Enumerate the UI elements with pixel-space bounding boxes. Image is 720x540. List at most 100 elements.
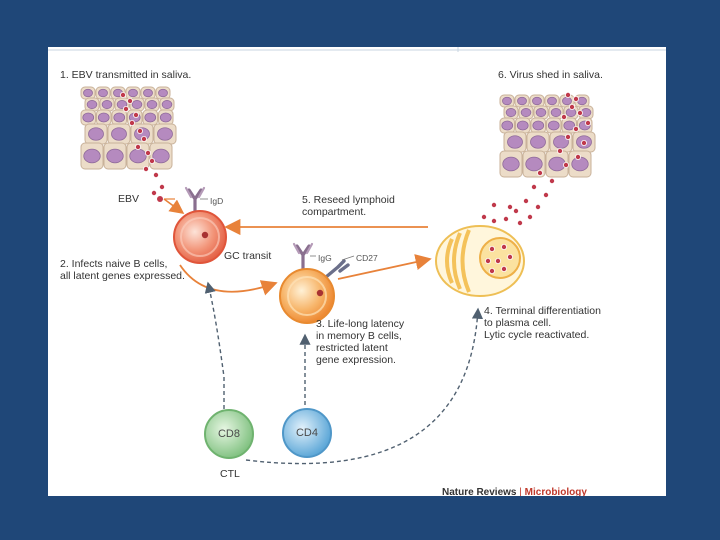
- cd8-control-arrow: [204, 281, 225, 409]
- step4-label: 4. Terminal differentiation to plasma ce…: [484, 305, 601, 341]
- epithelium-left: [80, 86, 177, 170]
- epithelial-nucleus: [82, 112, 95, 123]
- epithelial-nucleus: [83, 88, 93, 98]
- epithelial-nucleus: [152, 148, 170, 164]
- virion: [135, 144, 142, 151]
- epithelial-nucleus: [516, 120, 529, 131]
- epithelial-nucleus: [532, 120, 545, 131]
- cd27-receptor: [324, 259, 350, 279]
- igd-label: IgD: [210, 196, 224, 206]
- cd4-t-cell: [282, 408, 332, 458]
- virion: [159, 183, 166, 190]
- epithelial-nucleus: [129, 148, 147, 164]
- epithelial-nucleus: [161, 100, 173, 109]
- epithelial-nucleus: [157, 127, 173, 141]
- credit-separator: |: [519, 487, 522, 496]
- ctl-label: CTL: [220, 468, 240, 480]
- cd8-label: CD8: [217, 428, 240, 440]
- virion: [561, 114, 568, 121]
- credit-journal: Nature Reviews: [442, 487, 517, 496]
- credit-section: Microbiology: [524, 487, 587, 496]
- virion: [120, 92, 127, 99]
- epithelial-nucleus: [128, 88, 138, 98]
- step2-label: 2. Infects naive B cells, all latent gen…: [60, 258, 185, 282]
- virion: [542, 191, 549, 198]
- epithelial-nucleus: [86, 100, 98, 109]
- epithelial-nucleus: [535, 108, 547, 117]
- virion: [526, 213, 533, 220]
- cd8-t-cell: [204, 409, 254, 459]
- epithelial-nucleus: [502, 96, 512, 106]
- virion: [575, 154, 582, 161]
- naive-b-cell-inner-ring: [180, 217, 220, 257]
- ebv-infection-arrow: [163, 198, 185, 214]
- virion: [506, 253, 513, 260]
- epithelial-nucleus: [158, 88, 168, 98]
- virion: [534, 203, 541, 210]
- virion: [565, 92, 572, 99]
- virion: [484, 257, 491, 264]
- step5-label: 5. Reseed lymphoid compartment.: [302, 194, 395, 218]
- epithelial-nucleus: [501, 120, 514, 131]
- virion: [565, 134, 572, 141]
- virion: [502, 215, 509, 222]
- epithelial-nucleus: [88, 127, 104, 141]
- epithelial-nucleus: [83, 148, 101, 164]
- virion: [143, 166, 150, 173]
- episome-dot: [201, 231, 209, 239]
- epithelial-nucleus: [505, 108, 517, 117]
- virion: [494, 257, 501, 264]
- epithelial-nucleus: [143, 88, 153, 98]
- igd-receptor: [184, 186, 206, 214]
- epithelial-nucleus: [530, 135, 546, 149]
- step3-label: 3. Life-long latency in memory B cells, …: [316, 318, 405, 366]
- epithelial-nucleus: [144, 112, 157, 123]
- virion: [488, 245, 495, 252]
- virion: [516, 219, 523, 226]
- virion: [577, 110, 584, 117]
- igg-label: IgG: [318, 253, 332, 263]
- step6-label: 6. Virus shed in saliva.: [498, 69, 603, 81]
- epithelial-nucleus: [547, 120, 560, 131]
- epithelial-nucleus: [98, 88, 108, 98]
- ebv-lifecycle-figure: 1. EBV transmitted in saliva. 6. Virus s…: [48, 47, 666, 496]
- epithelial-nucleus: [111, 127, 127, 141]
- epithelial-nucleus: [113, 112, 126, 123]
- virion: [141, 136, 148, 143]
- virion: [512, 207, 519, 214]
- virus-particles-left: [120, 92, 166, 196]
- plasma-virions: [484, 243, 513, 274]
- epithelial-nucleus: [547, 96, 557, 106]
- virion: [480, 213, 487, 220]
- epithelial-nucleus: [562, 96, 572, 106]
- virion: [137, 128, 144, 135]
- memory-b-cell-inner-ring: [287, 276, 327, 316]
- virion: [151, 189, 158, 196]
- epithelial-nucleus: [532, 96, 542, 106]
- igg-receptor: [292, 242, 314, 271]
- journal-credit: Nature Reviews | Microbiology: [442, 487, 587, 496]
- virion: [585, 120, 592, 127]
- virion: [506, 203, 513, 210]
- virion: [573, 126, 580, 133]
- cd4-label: CD4: [295, 427, 318, 439]
- virion: [522, 197, 529, 204]
- ebv-virion: [157, 196, 163, 202]
- gc-transit-label: GC transit: [224, 250, 272, 262]
- epithelial-nucleus: [525, 156, 543, 172]
- virion: [573, 96, 580, 103]
- virion: [490, 217, 497, 224]
- memory-episome-dot: [316, 289, 324, 297]
- virion: [563, 162, 570, 169]
- virion: [548, 177, 555, 184]
- virion: [127, 98, 134, 105]
- epithelial-nucleus: [550, 108, 562, 117]
- step1-label: 1. EBV transmitted in saliva.: [60, 69, 192, 81]
- epithelial-nucleus: [159, 112, 172, 123]
- epithelial-nucleus: [507, 135, 523, 149]
- epithelial-nucleus: [520, 108, 532, 117]
- virion: [536, 170, 543, 177]
- virion: [145, 150, 152, 157]
- gc-transit-arrow: [179, 264, 278, 296]
- cd27-leader: [341, 255, 355, 261]
